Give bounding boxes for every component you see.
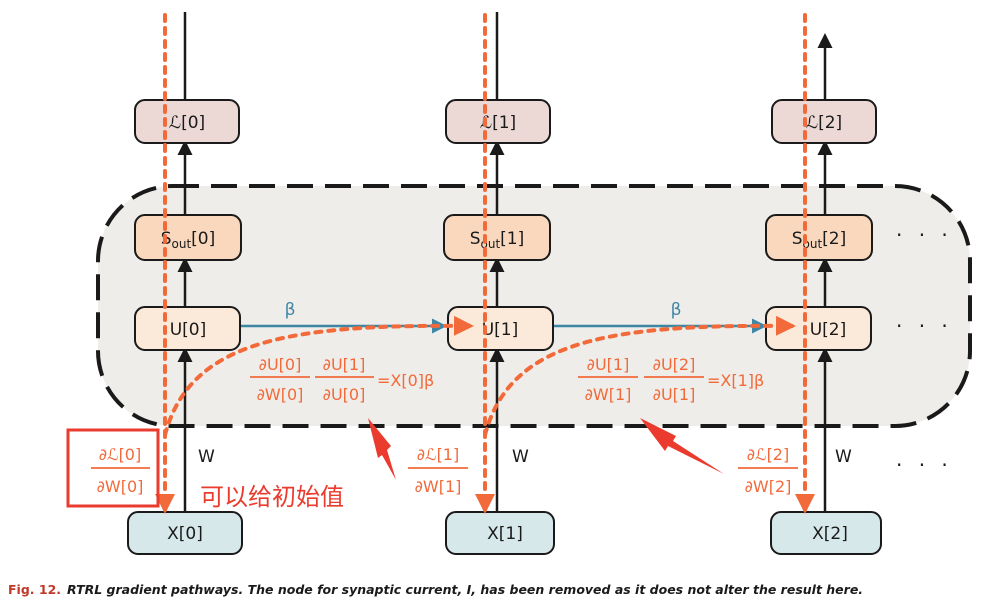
caption-figure-number: Fig. 12.: [8, 582, 62, 597]
x-label-2: X[2]: [812, 524, 848, 544]
loss-label-2: ℒ[2]: [806, 113, 842, 133]
loss-gradient-1: ∂ℒ[1] ∂W[1]: [408, 445, 468, 496]
grad2-den: ∂W[1]: [585, 385, 632, 404]
u-label-2: U[2]: [810, 320, 847, 340]
u-node-1: U[1]: [447, 306, 554, 351]
x-label-0: X[0]: [167, 524, 203, 544]
u-node-2: U[2]: [765, 306, 872, 351]
sout-index-2: [2]: [822, 229, 846, 249]
grad3-den: ∂U[1]: [653, 385, 696, 404]
dl2-den: ∂W[2]: [745, 477, 792, 496]
grad2-num: ∂U[1]: [587, 355, 630, 374]
loss-node-1: ℒ[1]: [445, 99, 551, 144]
ellipsis-sout: · · ·: [896, 223, 953, 247]
loss-label-1: ℒ[1]: [480, 113, 516, 133]
grad0-num: ∂U[0]: [259, 355, 302, 374]
grad-path-curve-0: [163, 315, 474, 437]
sout-main-1: S: [470, 229, 481, 249]
loss-node-0: ℒ[0]: [134, 99, 240, 144]
loss-label-0: ℒ[0]: [169, 113, 205, 133]
gradient-expression-1: ∂U[1] ∂W[1] ∂U[2] ∂U[1] =X[1]β: [578, 355, 764, 404]
x-node-2: X[2]: [770, 511, 882, 555]
rtrl-diagram: β β ℒ[0] ℒ[1] ℒ[2] Sout[0] Sout[1] Sout[…: [66, 12, 972, 555]
grad1-den: ∂U[0]: [323, 385, 366, 404]
highlight-box: [66, 428, 160, 508]
grad-path-curve-1: [483, 315, 796, 437]
dl0-num: ∂ℒ[0]: [99, 445, 141, 464]
x-label-1: X[1]: [487, 524, 523, 544]
loss-node-2: ℒ[2]: [771, 99, 877, 144]
loss-gradient-2: ∂ℒ[2] ∂W[2]: [738, 445, 798, 496]
dl2-num: ∂ℒ[2]: [747, 445, 789, 464]
x-node-1: X[1]: [445, 511, 555, 555]
w-label-0: W: [198, 447, 215, 467]
sout-node-2: Sout[2]: [765, 214, 873, 261]
beta-label-1: β: [671, 300, 682, 320]
loss-gradient-0: ∂ℒ[0] ∂W[0]: [66, 428, 160, 508]
u-label-0: U[0]: [170, 320, 207, 340]
dl1-den: ∂W[1]: [415, 477, 462, 496]
sout-node-0: Sout[0]: [134, 214, 242, 261]
gradient-pathways: [155, 13, 815, 514]
ellipsis-w: · · ·: [896, 453, 953, 477]
sout-node-1: Sout[1]: [443, 214, 551, 261]
w-label-1: W: [512, 447, 529, 467]
figure-caption: Fig. 12. RTRL gradient pathways. The node…: [8, 582, 863, 597]
grad-eq-1: =X[1]β: [707, 371, 764, 390]
sout-sub-0: out: [172, 237, 192, 251]
grad3-num: ∂U[2]: [653, 355, 696, 374]
note-initial-value: 可以给初始值: [200, 483, 344, 511]
sout-index-0: [0]: [191, 229, 215, 249]
svg-text:Sout[2]: Sout[2]: [792, 229, 847, 251]
x-node-0: X[0]: [127, 511, 243, 555]
u-label-1: U[1]: [482, 320, 519, 340]
beta-label-0: β: [285, 300, 296, 320]
u-node-0: U[0]: [134, 306, 241, 351]
caption-text: RTRL gradient pathways. The node for syn…: [67, 582, 864, 597]
grad1-num: ∂U[1]: [323, 355, 366, 374]
ellipsis-u: · · ·: [896, 314, 953, 338]
dl0-den: ∂W[0]: [97, 477, 144, 496]
gradient-expression-0: ∂U[0] ∂W[0] ∂U[1] ∂U[0] =X[0]β: [250, 355, 434, 404]
dl1-num: ∂ℒ[1]: [417, 445, 459, 464]
sout-index-1: [1]: [500, 229, 524, 249]
annotation-arrow-0: [368, 418, 396, 480]
grad-eq-0: =X[0]β: [377, 371, 434, 390]
sout-sub-2: out: [803, 237, 823, 251]
annotation-arrow-1: [640, 418, 724, 474]
forward-connections: [177, 12, 833, 512]
annotation-arrows: [368, 418, 724, 480]
grad0-den: ∂W[0]: [257, 385, 304, 404]
w-label-2: W: [835, 447, 852, 467]
sout-main-2: S: [792, 229, 803, 249]
